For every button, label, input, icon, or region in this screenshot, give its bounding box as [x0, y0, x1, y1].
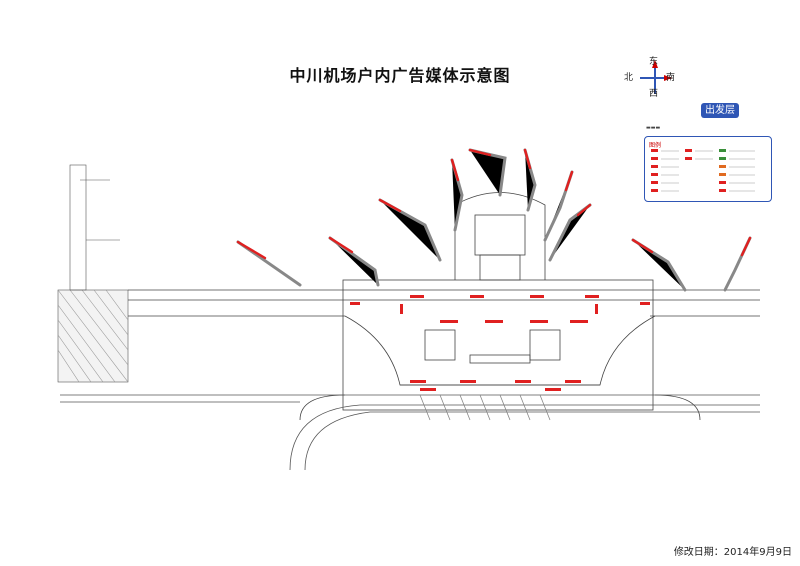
legend-lines: [661, 150, 755, 192]
ad-media-marks: [350, 295, 650, 391]
legend-caption: ▬▬▬: [646, 125, 661, 131]
page-title: 中川机场户内广告媒体示意图: [289, 66, 511, 85]
legend-swatch: [719, 149, 726, 152]
legend-heading: 图例: [649, 142, 662, 149]
compass-east: 东: [649, 57, 659, 67]
legend-swatch: [651, 181, 658, 184]
jet-bridges: [236, 148, 752, 292]
legend-swatch: [651, 173, 658, 176]
legend-swatch: [651, 157, 658, 160]
legend-swatch: [719, 165, 726, 168]
legend-swatch: [651, 165, 658, 168]
left-building: [57, 164, 129, 383]
revision-date: 修改日期：2014年9月9日: [673, 547, 792, 558]
legend-box: 图例: [644, 136, 772, 202]
compass-north: 北: [624, 73, 634, 83]
legend-swatch: [685, 157, 692, 160]
legend-swatch: [719, 189, 726, 192]
legend-swatch: [719, 157, 726, 160]
compass-south: 南: [666, 73, 676, 83]
terminal-building: [299, 192, 701, 421]
compass-rose-icon: [640, 60, 672, 94]
compass-west: 西: [649, 89, 659, 99]
legend-swatch: [719, 173, 726, 176]
legend-swatch: [719, 181, 726, 184]
legend-swatch: [651, 189, 658, 192]
road: [60, 394, 760, 471]
concourse: [128, 279, 760, 411]
legend-swatch: [651, 149, 658, 152]
legend-swatch: [685, 149, 692, 152]
floor-badge: 出发层: [701, 103, 739, 118]
